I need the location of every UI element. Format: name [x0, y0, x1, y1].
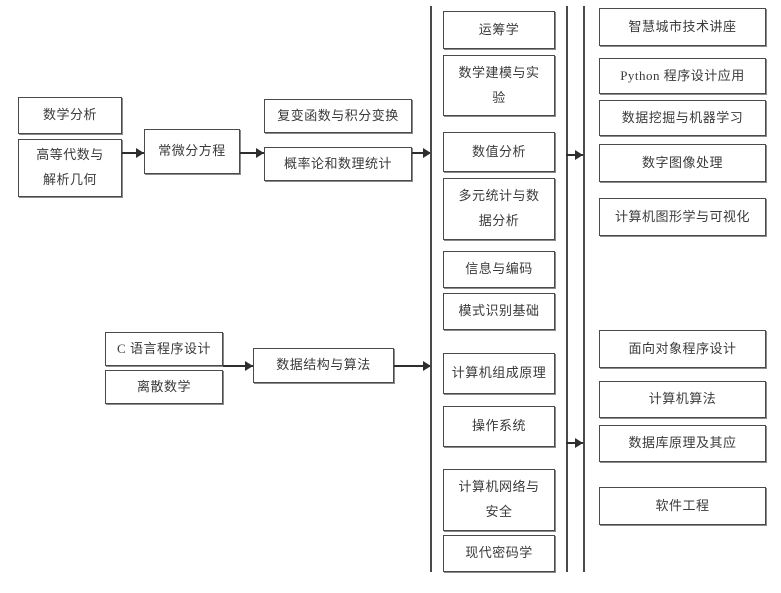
- node-label: 智慧城市技术讲座: [628, 18, 737, 34]
- node-label: 面向对象程序设计: [628, 340, 737, 356]
- node-computer-algorithms[interactable]: 计算机算法: [599, 381, 766, 418]
- node-label: 操作系统: [471, 418, 526, 434]
- node-label: 数据库原理及其应: [628, 435, 737, 451]
- node-digital-image-processing[interactable]: 数字图像处理: [599, 144, 766, 182]
- node-label: 数值分析: [471, 143, 526, 159]
- node-label-line1: 高等代数与: [36, 147, 104, 163]
- node-label: 模式识别基础: [458, 303, 540, 319]
- arrow-head-cs-to-datastructures: [245, 361, 253, 371]
- arrow-head-math-to-ode: [136, 148, 144, 158]
- node-label: 数据结构与算法: [276, 357, 371, 373]
- core-column-right-rail: [566, 6, 568, 572]
- node-label: 计算机算法: [648, 391, 717, 407]
- node-operations-research[interactable]: 运筹学: [443, 11, 555, 49]
- connector-cs-to-datastructures: [223, 365, 253, 367]
- connector-ode-to-stage3: [240, 152, 264, 154]
- node-numerical-analysis[interactable]: 数值分析: [443, 132, 555, 172]
- arrow-head-core-to-applied-lower: [575, 438, 583, 448]
- node-label: 信息与编码: [465, 261, 533, 277]
- node-discrete-math[interactable]: 离散数学: [105, 370, 223, 404]
- node-label-line2: 解析几何: [42, 172, 97, 187]
- node-ordinary-differential-equations[interactable]: 常微分方程: [144, 129, 240, 174]
- node-label: 软件工程: [655, 497, 710, 513]
- node-math-modeling-experiment[interactable]: 数学建模与实 验: [443, 55, 555, 116]
- node-pattern-recognition-basics[interactable]: 模式识别基础: [443, 293, 555, 330]
- arrow-head-ode-to-stage3: [256, 148, 264, 158]
- node-database-principles-application[interactable]: 数据库原理及其应: [599, 425, 766, 462]
- node-probability-statistics[interactable]: 概率论和数理统计: [264, 147, 412, 181]
- arrow-head-core-to-applied-upper: [575, 150, 583, 160]
- node-computer-networks-security[interactable]: 计算机网络与 安全: [443, 469, 555, 531]
- node-modern-cryptography[interactable]: 现代密码学: [443, 535, 555, 572]
- node-label: 常微分方程: [158, 143, 226, 159]
- node-complex-function-integral-transform[interactable]: 复变函数与积分变换: [264, 99, 412, 133]
- node-label: C 语言程序设计: [117, 340, 211, 356]
- node-label: 数学分析: [42, 107, 97, 123]
- node-data-mining-machine-learning[interactable]: 数据挖掘与机器学习: [599, 100, 766, 136]
- node-label-line1: 多元统计与数: [458, 188, 540, 204]
- connector-datastructures-to-core-rail: [394, 365, 432, 367]
- node-operating-systems[interactable]: 操作系统: [443, 406, 555, 447]
- core-column-left-rail: [430, 6, 432, 572]
- node-label: Python 程序设计应用: [620, 67, 745, 83]
- connector-math-to-ode: [122, 152, 144, 154]
- node-label: 数字图像处理: [641, 154, 723, 170]
- node-software-engineering[interactable]: 软件工程: [599, 487, 766, 525]
- node-object-oriented-programming[interactable]: 面向对象程序设计: [599, 330, 766, 368]
- node-c-programming[interactable]: C 语言程序设计: [105, 332, 223, 366]
- node-computer-organization[interactable]: 计算机组成原理: [443, 353, 555, 394]
- arrow-head-stage3-to-core-rail: [423, 148, 431, 158]
- node-information-and-coding[interactable]: 信息与编码: [443, 251, 555, 288]
- connector-stage3-to-core-rail: [412, 152, 432, 154]
- node-python-programming-application[interactable]: Python 程序设计应用: [599, 58, 766, 94]
- node-label: 离散数学: [136, 378, 191, 394]
- node-advanced-algebra-geometry[interactable]: 高等代数与 解析几何: [18, 139, 122, 197]
- node-label: 计算机组成原理: [451, 365, 547, 381]
- arrow-head-datastructures-to-core-rail: [423, 361, 431, 371]
- node-label-line2: 验: [492, 89, 506, 105]
- node-label-line1: 数学建模与实: [458, 64, 540, 80]
- node-computer-graphics-visualization[interactable]: 计算机图形学与可视化: [599, 198, 766, 236]
- node-label: 概率论和数理统计: [283, 155, 392, 171]
- node-label-line1: 计算机网络与: [458, 479, 540, 495]
- node-label: 复变函数与积分变换: [277, 107, 399, 123]
- applied-column-left-rail: [583, 6, 585, 572]
- node-label: 计算机图形学与可视化: [614, 208, 750, 224]
- node-label-line2: 据分析: [478, 213, 520, 228]
- node-smart-city-tech-lecture[interactable]: 智慧城市技术讲座: [599, 8, 766, 46]
- node-label: 现代密码学: [465, 545, 533, 561]
- node-label: 数据挖掘与机器学习: [621, 109, 744, 125]
- node-label: 运筹学: [478, 21, 520, 37]
- node-math-analysis[interactable]: 数学分析: [18, 97, 122, 134]
- node-label-line2: 安全: [485, 504, 513, 519]
- node-data-structures-algorithms[interactable]: 数据结构与算法: [253, 348, 394, 383]
- node-multivariate-statistics-data-analysis[interactable]: 多元统计与数 据分析: [443, 178, 555, 240]
